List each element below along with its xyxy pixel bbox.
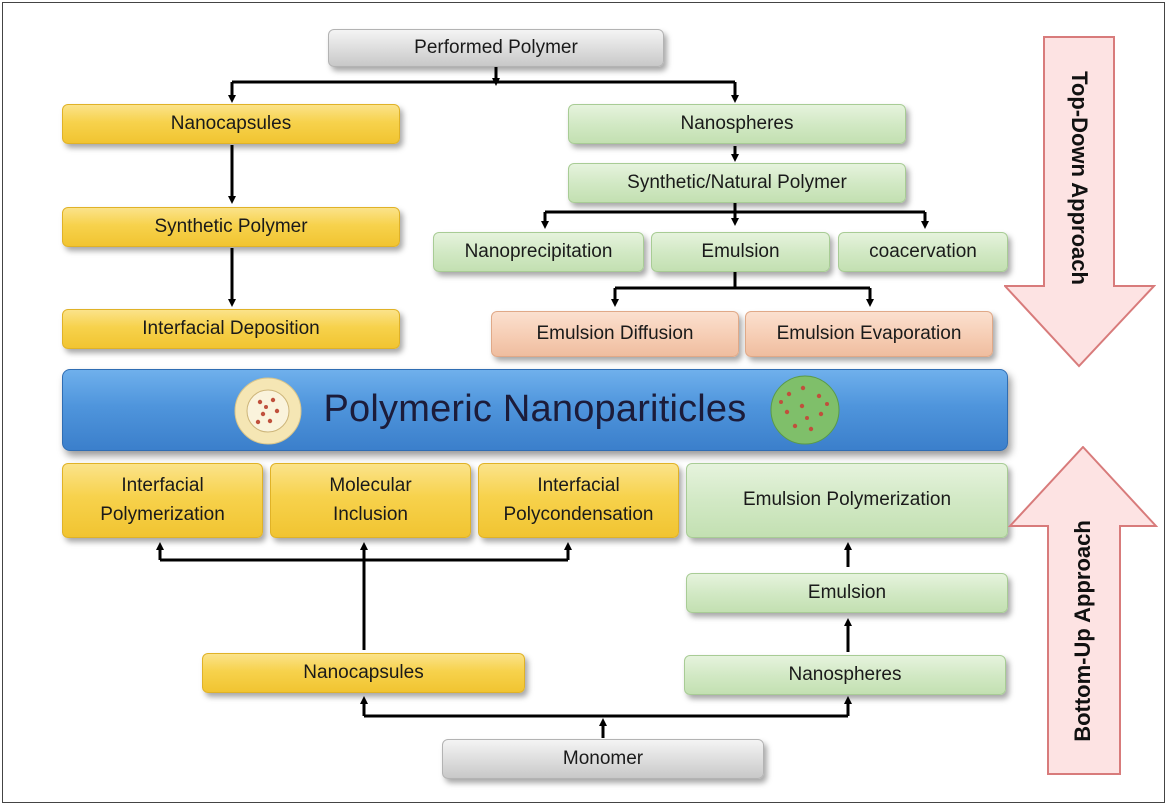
nanocapsules-top-label: Nanocapsules [170,112,292,134]
nanospheres-bottom-box: Nanospheres [684,655,1006,695]
emulsion-evaporation-label: Emulsion Evaporation [776,322,962,344]
emulsion-polymerization-label: Emulsion Polymerization [742,489,952,511]
molecular-inclusion-line1: Molecular [329,474,412,496]
bottom-connectors [156,542,852,738]
nanocapsules-bottom-box: Nanocapsules [202,653,525,693]
nanocapsule-icon [234,377,302,445]
nanospheres-top-box: Nanospheres [568,104,906,144]
interfacial-polycondensation-line1: Interfacial [537,474,620,496]
interfacial-polymerization-line1: Interfacial [121,474,204,496]
synthetic-natural-polymer-box: Synthetic/Natural Polymer [568,163,906,203]
performed-polymer-label: Performed Polymer [414,36,578,58]
emulsion-bottom-label: Emulsion [807,581,887,603]
interfacial-polymerization-box: Interfacial Polymerization [62,463,263,538]
monomer-label: Monomer [562,747,644,769]
interfacial-deposition-box: Interfacial Deposition [62,309,400,349]
nanospheres-top-label: Nanospheres [680,112,794,134]
nanocapsules-top-box: Nanocapsules [62,104,400,144]
nanosphere-icon [770,375,840,445]
synthetic-natural-polymer-label: Synthetic/Natural Polymer [627,171,847,193]
top-connectors [228,64,929,307]
emulsion-bottom-box: Emulsion [686,573,1008,613]
polymeric-nanoparticles-banner: Polymeric Nanopariticles [62,369,1008,451]
nanospheres-bottom-label: Nanospheres [788,663,902,685]
interfacial-polymerization-line2: Polymerization [100,503,225,525]
emulsion-top-box: Emulsion [651,232,830,272]
nanocapsules-bottom-label: Nanocapsules [303,661,424,683]
emulsion-top-label: Emulsion [701,240,780,262]
nanoprecipitation-box: Nanoprecipitation [433,232,644,272]
top-down-approach-label: Top-Down Approach [1067,71,1092,285]
molecular-inclusion-box: Molecular Inclusion [270,463,471,538]
interfacial-polycondensation-box: Interfacial Polycondensation [478,463,679,538]
bottom-up-arrow-icon [1008,446,1158,775]
interfacial-polycondensation-line2: Polycondensation [503,503,654,525]
synthetic-polymer-label: Synthetic Polymer [154,215,308,237]
nanoprecipitation-label: Nanoprecipitation [464,240,613,262]
bottom-up-approach-label: Bottom-Up Approach [1070,520,1095,742]
banner-title: Polymeric Nanopariticles [323,388,747,431]
emulsion-diffusion-box: Emulsion Diffusion [491,311,739,357]
top-down-arrow-icon [1004,36,1156,368]
interfacial-deposition-label: Interfacial Deposition [142,317,320,339]
coacervation-box: coacervation [838,232,1008,272]
performed-polymer-box: Performed Polymer [328,29,664,67]
emulsion-polymerization-box: Emulsion Polymerization [686,463,1008,538]
monomer-box: Monomer [442,739,764,779]
molecular-inclusion-line2: Inclusion [333,503,408,525]
coacervation-label: coacervation [869,240,977,262]
emulsion-evaporation-box: Emulsion Evaporation [745,311,993,357]
synthetic-polymer-box: Synthetic Polymer [62,207,400,247]
emulsion-diffusion-label: Emulsion Diffusion [536,322,694,344]
